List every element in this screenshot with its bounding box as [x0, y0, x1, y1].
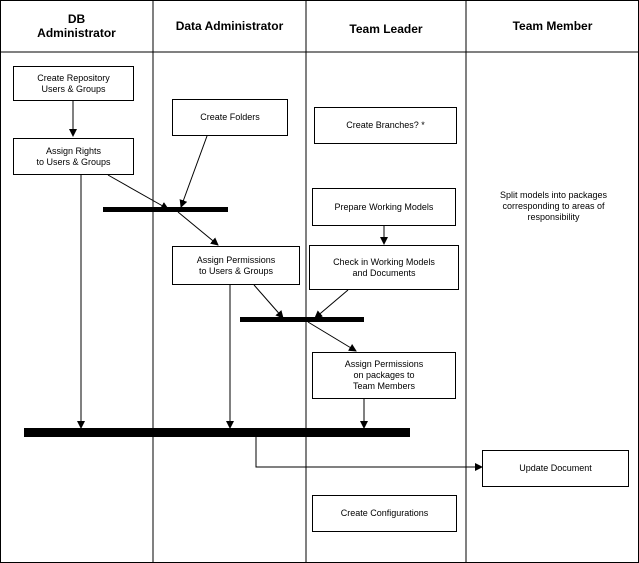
lane-title-data-administrator: Data Administrator [175, 19, 284, 33]
activity-create-repository-users-groups: Create Repository Users & Groups [13, 66, 134, 101]
transition-arrow [107, 174, 169, 210]
activity-prepare-working-models: Prepare Working Models [312, 188, 456, 226]
sync-bar [103, 207, 228, 212]
lane-title-db-administrator: DB Administrator [37, 12, 116, 40]
activity-update-document: Update Document [482, 450, 629, 487]
transition-arrow [179, 135, 208, 208]
activity-assign-permissions-users-groups: Assign Permissions to Users & Groups [172, 246, 300, 285]
note-split-models: Split models into packages corresponding… [499, 190, 608, 222]
transition-arrow [255, 437, 483, 471]
sync-bar [240, 317, 364, 322]
activity-create-branches: Create Branches? * [314, 107, 457, 144]
lane-title-team-member: Team Member [512, 19, 593, 33]
transition-arrow [307, 321, 357, 352]
activity-check-in-working-models: Check in Working Models and Documents [309, 245, 459, 290]
transition-arrow [177, 211, 219, 246]
activity-assign-permissions-packages: Assign Permissions on packages to Team M… [312, 352, 456, 399]
lane-title-team-leader: Team Leader [349, 22, 423, 36]
sync-bar [24, 428, 410, 437]
activity-create-folders: Create Folders [172, 99, 288, 136]
activity-assign-rights: Assign Rights to Users & Groups [13, 138, 134, 175]
transition-arrow [314, 289, 349, 319]
transition-arrow [253, 284, 284, 319]
activity-create-configurations: Create Configurations [312, 495, 457, 532]
